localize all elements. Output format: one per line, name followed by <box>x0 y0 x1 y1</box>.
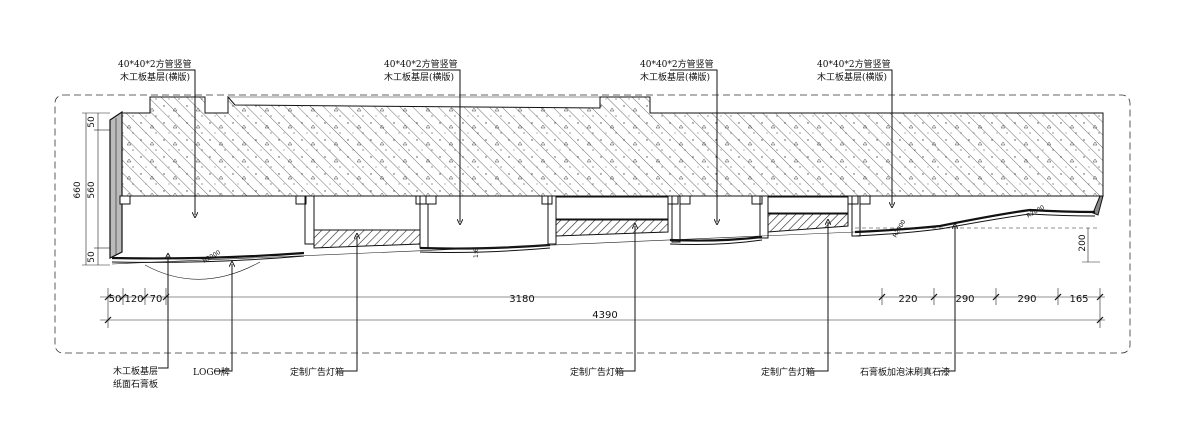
dim-bottom-290-b: 290 <box>1017 294 1036 305</box>
radius-label-3: R2000 <box>1026 204 1046 220</box>
dim-right-200: 200 <box>1078 234 1088 251</box>
top-leaders <box>157 69 892 222</box>
callout-3-line1: 40*40*2方管竖管 <box>640 58 714 70</box>
callout-b2-line1: LOGO牌 <box>193 366 230 378</box>
right-end-board <box>1092 195 1104 216</box>
callout-1-line1: 40*40*2方管竖管 <box>118 58 192 70</box>
dim-bottom-220: 220 <box>898 294 917 305</box>
drawing-border <box>54 94 1131 354</box>
callout-b1-line2: 纸面石膏板 <box>113 378 158 390</box>
callout-3-line2: 木工板基层(横版) <box>640 71 710 83</box>
front-boards <box>111 208 1096 263</box>
dim-bottom-165: 165 <box>1069 294 1088 305</box>
callout-b1-line1: 木工板基层 <box>113 365 158 377</box>
callout-2-line2: 木工板基层(横版) <box>384 71 454 83</box>
callout-b4-line1: 定制广告灯箱 <box>570 366 624 378</box>
callout-4-line2: 木工板基层(横版) <box>817 71 887 83</box>
callout-2-line1: 40*40*2方管竖管 <box>384 58 458 70</box>
callout-b3-line1: 定制广告灯箱 <box>290 366 344 378</box>
dim-bottom-290-a: 290 <box>955 294 974 305</box>
top-callouts: 40*40*2方管竖管 木工板基层(横版) 40*40*2方管竖管 木工板基层(… <box>118 58 891 83</box>
slope-label: 1:6 <box>473 248 480 258</box>
dim-left-50-bottom: 50 <box>87 251 97 263</box>
callout-b5-line1: 定制广告灯箱 <box>761 366 815 378</box>
lightboxes <box>313 196 849 249</box>
logo-arc <box>144 261 261 280</box>
callout-1-line2: 木工板基层(横版) <box>120 71 190 83</box>
steel-tubes <box>119 195 871 249</box>
wall-block <box>121 95 1104 197</box>
left-dimensions: 660 50 560 50 <box>73 112 110 266</box>
left-wall-board <box>109 110 123 259</box>
dim-bottom-120: 120 <box>124 294 143 305</box>
dim-total-4390: 4390 <box>592 310 617 321</box>
dim-left-560: 560 <box>87 181 97 198</box>
callout-b6-line1: 石膏板加泡沫刷真石漆 <box>860 366 950 378</box>
bottom-callouts: 木工板基层 纸面石膏板 LOGO牌 定制广告灯箱 定制广告灯箱 定制广告灯箱 石… <box>113 365 950 390</box>
dim-bottom-70: 70 <box>150 294 163 305</box>
dim-bottom-3180: 3180 <box>509 294 534 305</box>
dim-bottom-50: 50 <box>109 294 122 305</box>
bottom-dimensions: 50 120 70 3180 220 290 290 165 4390 <box>100 288 1105 328</box>
right-dimension: 200 <box>1078 228 1100 263</box>
dim-left-50-top: 50 <box>87 116 97 128</box>
dim-left-660: 660 <box>73 181 83 198</box>
bottom-leaders <box>158 222 955 372</box>
base-line <box>111 231 856 265</box>
callout-4-line1: 40*40*2方管竖管 <box>817 58 891 70</box>
